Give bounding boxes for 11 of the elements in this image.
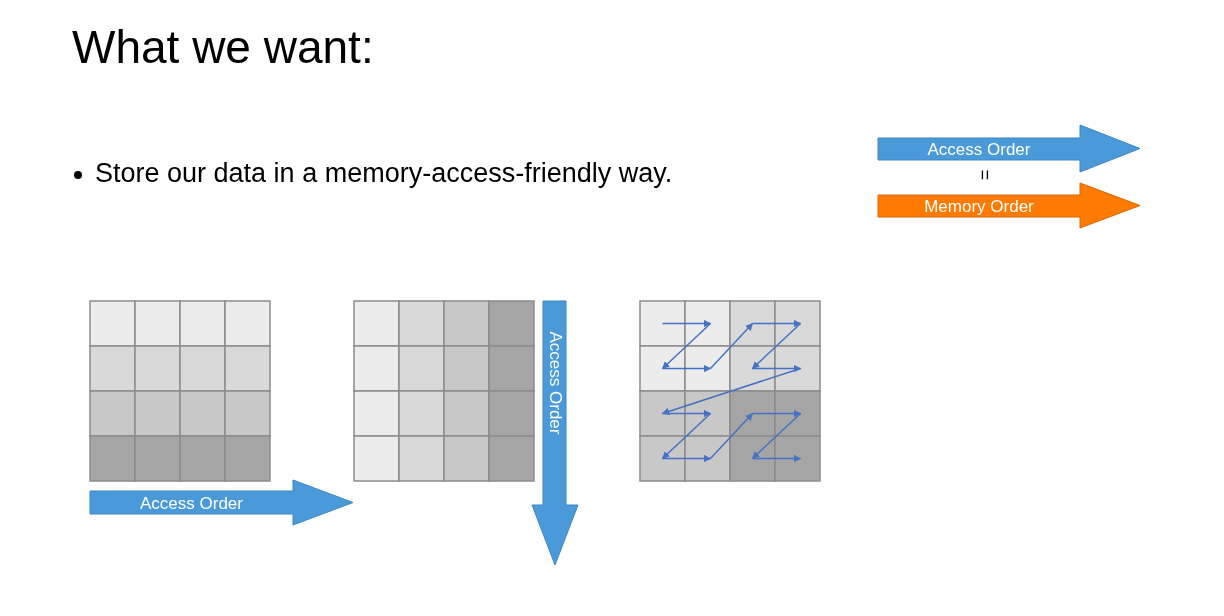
arrow-label: Access Order — [927, 140, 1031, 158]
slide-title: What we want: — [72, 20, 374, 75]
block-arrow — [878, 125, 1140, 172]
arrow-label: Memory Order — [924, 197, 1034, 215]
block-arrow — [90, 480, 353, 525]
block-arrow — [532, 301, 578, 565]
arrow-label: Access Order — [546, 331, 563, 435]
arrow-label: Access Order — [140, 494, 243, 511]
bullet-text: Store our data in a memory-access-friendly way. — [95, 157, 673, 190]
block-arrow — [878, 183, 1140, 228]
equals-sign: = — [974, 169, 996, 181]
